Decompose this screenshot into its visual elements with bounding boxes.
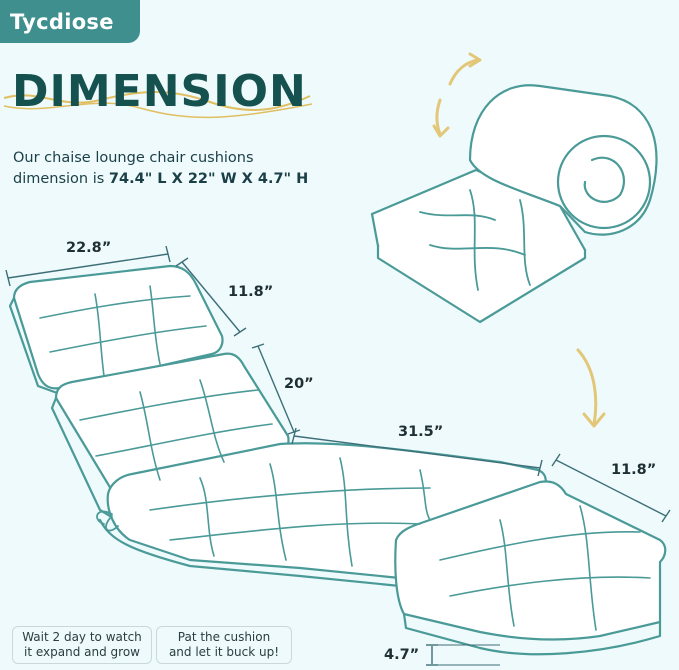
rotate-arrow-left-icon [432, 98, 450, 138]
brand-name: Tycdiose [10, 9, 114, 34]
brand-logo: Tycdiose [0, 0, 140, 43]
rotate-arrow-top-icon [448, 52, 482, 86]
down-arrow-icon [576, 348, 606, 428]
description-dimensions: 74.4" L X 22" W X 4.7" H [108, 171, 309, 187]
description-line1: Our chaise lounge chair cushions [13, 150, 254, 166]
description-line2-prefix: dimension is [13, 171, 109, 187]
note-expand: Wait 2 day to watch it expand and grow [12, 626, 152, 664]
dimension-label-top-width: 22.8” [66, 240, 112, 256]
dimension-line-back [251, 343, 301, 435]
dimension-line-foot [551, 453, 671, 523]
dimension-label-thickness: 4.7” [384, 647, 420, 663]
description-text: Our chaise lounge chair cushions dimensi… [13, 148, 343, 190]
page-title: DIMENSION [12, 66, 307, 117]
note-expand-line2: it expand and grow [24, 645, 140, 659]
rolled-cushion-illustration [370, 84, 658, 324]
note-pat-line2: and let it buck up! [168, 645, 280, 659]
dimension-line-head [175, 257, 247, 337]
note-pat-cushion: Pat the cushion and let it buck up! [156, 626, 292, 664]
note-expand-line1: Wait 2 day to watch [22, 630, 142, 644]
title-wave-decoration [3, 91, 313, 119]
note-pat-line1: Pat the cushion [177, 630, 271, 644]
dimension-line-thickness [426, 644, 500, 666]
dimension-line-top-width [5, 245, 171, 287]
dimension-label-back-length: 20” [284, 376, 314, 392]
dimension-label-head-length: 11.8” [228, 284, 274, 300]
dimension-line-seat [291, 427, 543, 477]
dimension-label-foot-length: 11.8” [611, 462, 657, 478]
dimension-label-seat-length: 31.5” [398, 424, 444, 440]
chaise-cushion-illustration [8, 264, 667, 656]
